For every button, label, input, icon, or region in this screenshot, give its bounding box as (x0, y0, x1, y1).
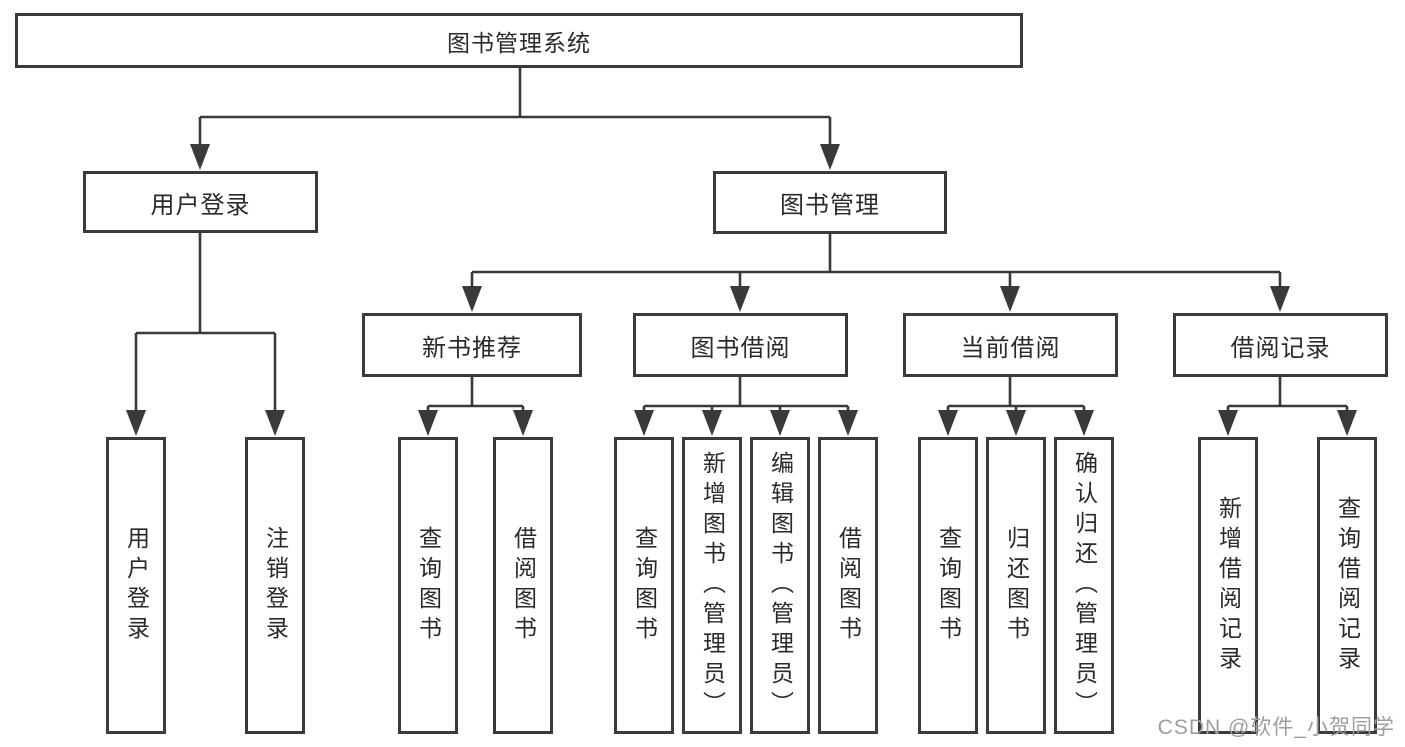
node-library-management-system: 图书管理系统 (15, 13, 1023, 68)
arrowhead (634, 410, 654, 436)
leaf-label: 确认归还（管理员） (1071, 450, 1098, 721)
leaf-current-confirm-return-admin: 确认归还（管理员） (1054, 437, 1114, 734)
arrowhead (938, 410, 958, 436)
node-book-management: 图书管理 (713, 171, 947, 234)
leaf-logout: 注销登录 (245, 437, 305, 734)
leaf-records-query-record: 查询借阅记录 (1317, 437, 1377, 734)
leaf-label: 借阅图书 (510, 525, 537, 646)
leaf-label: 新增借阅记录 (1215, 495, 1242, 676)
arrowhead (838, 410, 858, 436)
arrowhead (1074, 410, 1094, 436)
leaf-label: 编辑图书（管理员） (767, 450, 794, 721)
node-label: 用户登录 (150, 191, 251, 219)
leaf-label: 新增图书（管理员） (699, 450, 726, 721)
node-label: 新书推荐 (422, 334, 522, 362)
leaf-user-login: 用户登录 (106, 437, 166, 734)
watermark: CSDN @软件_小贺同学 (1157, 716, 1395, 739)
leaf-records-add-record: 新增借阅记录 (1198, 437, 1258, 734)
leaf-label: 查询图书 (631, 525, 658, 646)
node-label: 图书管理系统 (447, 29, 591, 56)
arrowhead (265, 410, 285, 436)
leaf-borrowing-query-books: 查询图书 (614, 437, 674, 734)
arrowheads (126, 144, 1357, 436)
node-user-login: 用户登录 (83, 171, 318, 233)
leaf-label: 借阅图书 (835, 525, 862, 646)
node-current-borrowing: 当前借阅 (903, 313, 1118, 377)
leaf-label: 查询图书 (935, 525, 962, 646)
node-label: 图书管理 (780, 192, 880, 219)
leaf-current-query-books: 查询图书 (918, 437, 978, 734)
arrowhead (1218, 410, 1238, 436)
leaf-label: 用户登录 (123, 525, 150, 646)
arrowhead (730, 286, 750, 312)
leaf-borrowing-add-books-admin: 新增图书（管理员） (682, 437, 742, 734)
node-new-book-recommendation: 新书推荐 (362, 313, 582, 377)
leaf-label: 查询借阅记录 (1334, 495, 1361, 676)
node-label: 图书借阅 (690, 334, 791, 362)
leaf-label: 查询图书 (415, 525, 442, 646)
leaf-recommend-borrow-books: 借阅图书 (493, 437, 553, 734)
leaf-borrowing-edit-books-admin: 编辑图书（管理员） (750, 437, 810, 734)
arrowhead (702, 410, 722, 436)
arrowhead (513, 410, 533, 436)
arrowhead (418, 410, 438, 436)
node-label: 借阅记录 (1230, 334, 1331, 362)
arrowhead (770, 410, 790, 436)
leaf-label: 归还图书 (1003, 525, 1030, 646)
arrowhead (1000, 286, 1020, 312)
arrowhead (820, 144, 840, 170)
arrowhead (1006, 410, 1026, 436)
leaf-borrowing-borrow-books: 借阅图书 (818, 437, 878, 734)
arrowhead (126, 410, 146, 436)
arrowhead (190, 144, 210, 170)
arrowhead (1337, 410, 1357, 436)
node-borrowing-records: 借阅记录 (1173, 313, 1388, 377)
leaf-label: 注销登录 (262, 525, 289, 646)
node-label: 当前借阅 (960, 334, 1061, 362)
leaf-current-return-books: 归还图书 (986, 437, 1046, 734)
node-book-borrowing: 图书借阅 (633, 313, 848, 377)
arrowhead (462, 286, 482, 312)
arrowhead (1270, 286, 1290, 312)
leaf-recommend-query-books: 查询图书 (398, 437, 458, 734)
